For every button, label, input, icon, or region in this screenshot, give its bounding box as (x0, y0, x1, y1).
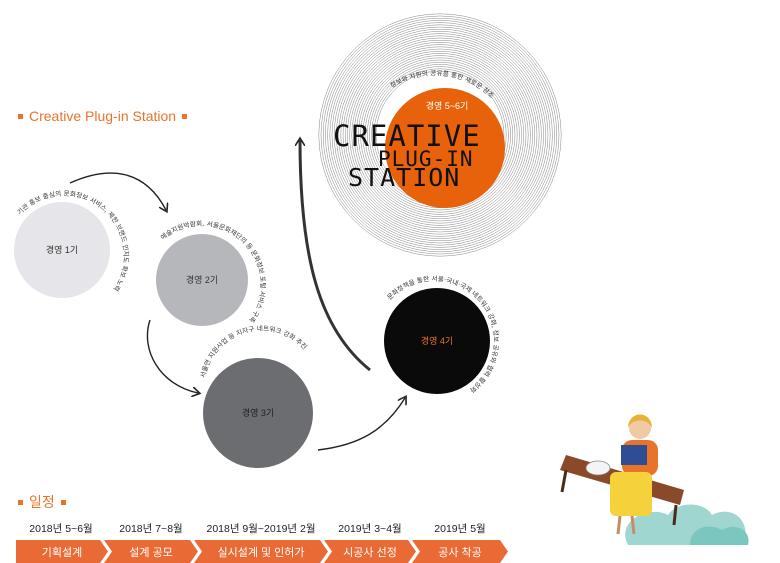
arrow-2-to-3 (146, 319, 198, 393)
creative-plug-in-station-logo: CREATIVE PLUG-IN STATION (333, 119, 481, 192)
logo-line-3: STATION (348, 163, 460, 192)
ring-line (342, 37, 538, 233)
ring-line (331, 26, 549, 244)
schedule-date-2: 2018년 7~8월 (119, 523, 183, 535)
ring-line (336, 31, 544, 239)
stage-4-circle (384, 288, 490, 394)
ring-line (333, 28, 547, 242)
schedule-step-3: 실시설계 및 인허가 (194, 540, 328, 563)
ring-line (349, 44, 531, 226)
ring-line (325, 20, 555, 250)
bullet-square (18, 499, 23, 505)
person-leg (616, 515, 622, 535)
bench-leg (560, 469, 568, 493)
logo-line-1: CREATIVE (333, 119, 481, 153)
ring-line (353, 48, 527, 222)
ring-line (322, 17, 558, 253)
ring-line (318, 13, 562, 257)
arrow-4-to-5 (300, 140, 371, 372)
arrow-3-to-4 (317, 398, 405, 451)
ring-line (362, 57, 518, 213)
concentric-rings (318, 13, 562, 257)
schedule-step-4: 시공사 선정 (324, 540, 416, 563)
schedule-step-2: 설계 공모 (104, 540, 198, 563)
schedule-date-5: 2019년 5월 (434, 523, 486, 535)
ring-line (366, 61, 514, 209)
schedule-step-5: 공사 착공 (412, 540, 508, 563)
person-laptop (621, 445, 647, 465)
ring-line (344, 39, 536, 231)
stage-5-label: 경영 5~6기 (426, 100, 469, 111)
person-leg (630, 515, 636, 535)
stage-2-circle (156, 234, 248, 326)
stage-1-circle (14, 202, 110, 298)
person-skirt (610, 472, 652, 516)
ring-line (364, 59, 516, 211)
ring-line (329, 24, 551, 246)
section-title-text: Creative Plug-in Station (29, 108, 177, 124)
ring-line (340, 35, 540, 235)
ring-line (360, 55, 520, 215)
schedule-date-1: 2018년 5~6월 (29, 523, 93, 535)
stage-3-label: 경영 3기 (242, 407, 274, 418)
schedule-step-1: 기획설계 (16, 540, 108, 563)
ring-line (338, 33, 542, 237)
stage-5-circle (385, 88, 505, 208)
bench-illustration (560, 414, 749, 545)
section-title-station: Creative Plug-in Station (18, 108, 188, 124)
bullet-square (18, 113, 23, 119)
bush-shape (690, 526, 749, 545)
bullet-square (60, 499, 66, 505)
schedule-title-text: 일정 (29, 494, 55, 510)
arrow-1-to-2 (69, 172, 166, 210)
section-title-schedule: 일정 (18, 492, 66, 512)
person-hair (628, 414, 652, 428)
schedule-date-4: 2019년 3~4월 (338, 523, 402, 535)
ring-line (320, 15, 560, 255)
schedule-date-3: 2018년 9월~2019년 2월 (206, 523, 316, 535)
bullet-square (182, 113, 188, 119)
logo-line-2: PLUG-IN (378, 147, 474, 171)
cat-figure (585, 460, 611, 476)
person-head (629, 417, 651, 439)
ring-line (358, 53, 522, 217)
bench-leg (672, 504, 678, 526)
ring-line (351, 46, 529, 224)
ring-line (327, 22, 553, 248)
stage-2-label: 경영 2기 (186, 274, 218, 285)
stage-3-circle (203, 358, 313, 468)
ring-line (347, 42, 533, 228)
stage-4-label: 경영 4기 (421, 335, 453, 346)
ring-line (355, 50, 525, 220)
stage-1-label: 경영 1기 (46, 244, 78, 255)
